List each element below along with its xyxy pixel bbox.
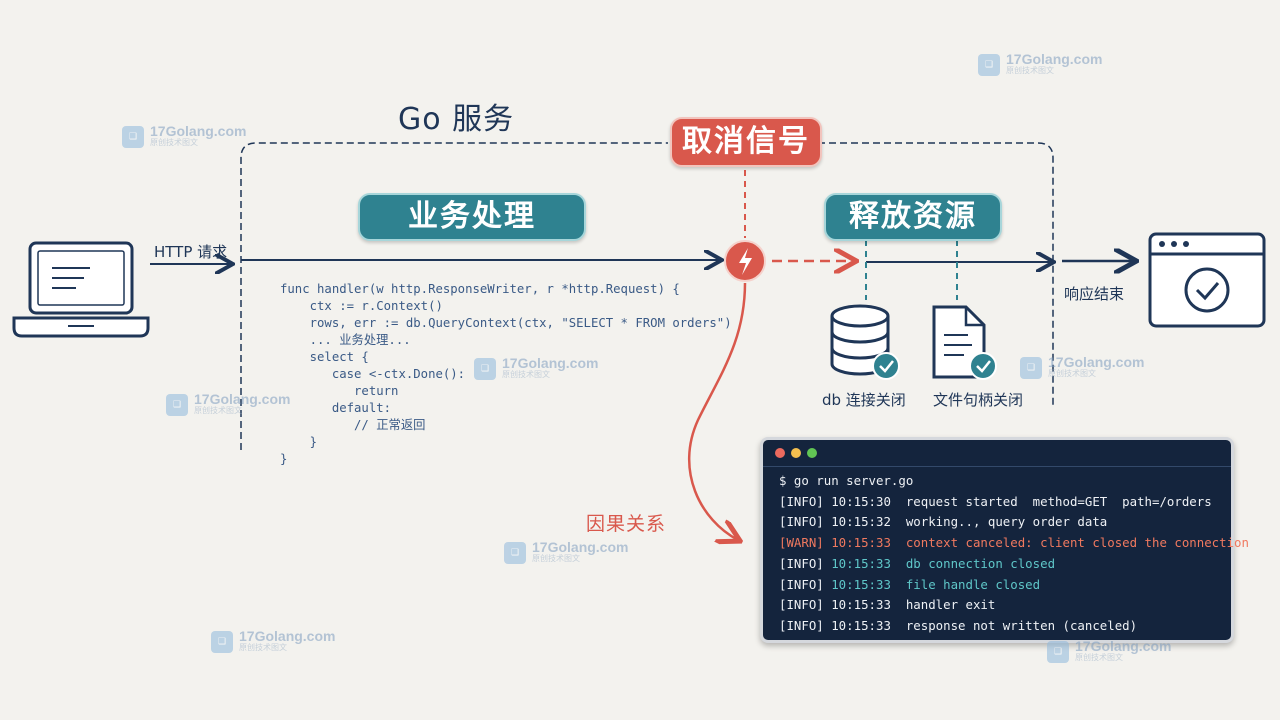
laptop-icon	[12, 241, 150, 338]
code-line: case <-ctx.Done():	[280, 367, 466, 381]
code-line: ctx := r.Context()	[280, 299, 443, 313]
document-icon	[932, 305, 997, 380]
log-line: [INFO] 10:15:33 response not written (ca…	[779, 616, 1231, 637]
log-message: working.., query order data	[905, 514, 1108, 530]
close-dot-icon	[775, 448, 785, 458]
maximize-dot-icon	[807, 448, 817, 458]
log-level: [INFO]	[779, 514, 824, 530]
log-level: [INFO]	[779, 617, 824, 633]
log-time: 10:15:33	[823, 555, 906, 571]
code-line: rows, err := db.QueryContext(ctx, "SELEC…	[280, 316, 732, 330]
log-line: [INFO] 10:15:32 working.., query order d…	[779, 512, 1231, 533]
service-boundary	[240, 142, 1054, 450]
log-line: [INFO] 10:15:30 request started method=G…	[779, 492, 1231, 513]
log-line: [INFO] 10:15:33 handler exit	[779, 595, 1231, 616]
release-box: 释放资源	[824, 193, 1002, 241]
terminal-window: $ go run server.go [INFO] 10:15:30 reque…	[760, 437, 1249, 643]
code-line: default:	[280, 401, 392, 415]
code-snippet: func handler(w http.ResponseWriter, r *h…	[280, 281, 732, 468]
business-box: 业务处理	[358, 193, 586, 241]
causality-curve	[688, 282, 747, 540]
log-time: 10:15:30	[823, 493, 906, 509]
log-message: handler exit	[905, 597, 996, 613]
code-line: func handler(w http.ResponseWriter, r *h…	[280, 282, 680, 296]
db-closed-label: db 连接关闭	[822, 391, 906, 409]
browser-check-icon	[1148, 232, 1266, 328]
log-line: [WARN] 10:15:33 context canceled: client…	[779, 533, 1249, 554]
log-message: request started method=GET path=/orders	[905, 493, 1212, 509]
causality-label: 因果关系	[586, 513, 667, 535]
log-message: db connection closed	[905, 555, 1056, 571]
http-request-label: HTTP 请求	[154, 243, 228, 261]
log-level: [INFO]	[779, 555, 824, 571]
lightning-icon	[724, 240, 766, 282]
terminal-output: $ go run server.go [INFO] 10:15:30 reque…	[763, 467, 1249, 637]
terminal-title-bar	[763, 440, 1231, 467]
log-message: response not written (canceled)	[905, 617, 1138, 633]
minimize-dot-icon	[791, 448, 801, 458]
log-line: [INFO] 10:15:33 db connection closed	[779, 554, 1231, 575]
log-time: 10:15:32	[823, 514, 906, 530]
log-time: 10:15:33	[823, 617, 906, 633]
code-line: // 正常返回	[280, 418, 426, 432]
terminal-prompt: $ go run server.go	[779, 473, 914, 488]
log-message: file handle closed	[905, 576, 1041, 592]
file-closed-label: 文件句柄关闭	[933, 391, 1024, 409]
log-time: 10:15:33	[823, 576, 906, 592]
log-level: [INFO]	[779, 576, 824, 592]
response-end-label: 响应结束	[1064, 285, 1125, 303]
code-line: ... 业务处理...	[280, 333, 411, 347]
service-title: Go 服务	[398, 102, 515, 137]
log-time: 10:15:33	[823, 535, 906, 551]
log-level: [INFO]	[779, 597, 824, 613]
code-line: }	[280, 435, 318, 449]
log-level: [INFO]	[779, 493, 824, 509]
code-line: return	[280, 384, 399, 398]
log-line: [INFO] 10:15:33 file handle closed	[779, 575, 1231, 596]
code-line: select {	[280, 350, 369, 364]
cancel-signal-box: 取消信号	[670, 117, 822, 167]
log-level: [WARN]	[779, 535, 824, 551]
database-icon	[830, 304, 900, 380]
log-time: 10:15:33	[823, 597, 906, 613]
log-message: context canceled: client closed the conn…	[905, 535, 1249, 551]
code-line: }	[280, 452, 288, 466]
